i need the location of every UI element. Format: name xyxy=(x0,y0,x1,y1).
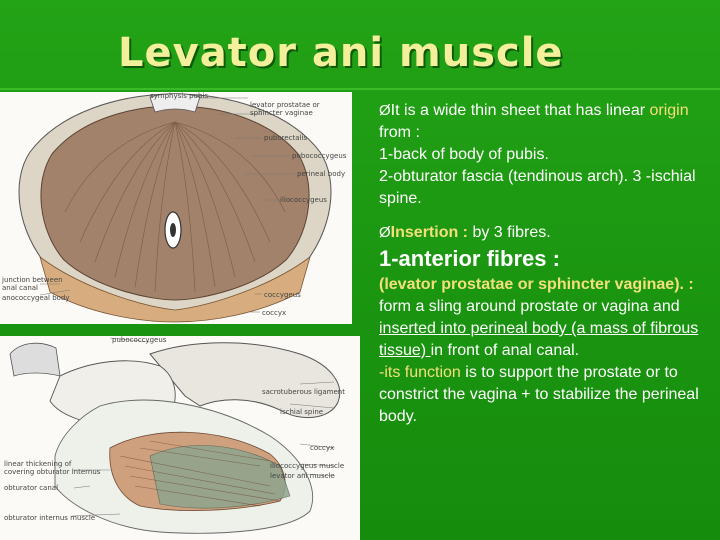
label-symphysis: symphysis pubis xyxy=(150,92,208,100)
pelvic-floor-diagram: symphysis pubis levator prostatae or sph… xyxy=(0,92,352,324)
anterior-fibres-description: (levator prostatae or sphincter vaginae)… xyxy=(379,274,714,362)
pelvic-lateral-illustration: pubococcygeus sacrotuberous ligament isc… xyxy=(0,336,360,540)
title-divider xyxy=(0,88,720,90)
content-text: ØIt is a wide thin sheet that has linear… xyxy=(379,100,714,428)
origin-word: origin xyxy=(649,102,689,119)
label-sphincter-vaginae: sphincter vaginae xyxy=(250,109,313,117)
label-obturator-internus: obturator internus muscle xyxy=(4,514,95,522)
label-coccyx-lateral: coccyx xyxy=(310,444,334,452)
bullet-arrow-icon: Ø xyxy=(379,102,391,119)
label-levator-prostatae: levator prostatae or xyxy=(250,101,320,109)
label-coccygeus: coccygeus xyxy=(264,291,301,299)
label-iliococcygeus-lateral: iliococcygeus muscle xyxy=(270,462,344,470)
origin-intro: It is a wide thin sheet that has linear xyxy=(390,102,646,119)
origin-from: from : xyxy=(379,124,420,141)
inserted-into: inserted into perineal body (a mass of f… xyxy=(379,320,699,359)
label-pubococcygeus: pubococcygeus xyxy=(292,152,347,160)
function-desc: is to support the prostate or to constri… xyxy=(379,364,699,425)
function-description: -its function is to support the prostate… xyxy=(379,362,714,428)
label-obturator-canal: obturator canal xyxy=(4,484,58,492)
label-anococcygeal: anococcygeal body xyxy=(2,294,70,302)
label-linear-thickening: linear thickening of xyxy=(4,460,72,468)
in-front: in front of anal canal. xyxy=(430,342,580,359)
label-ischial-spine: ischial spine xyxy=(280,408,323,416)
label-coccyx: coccyx xyxy=(262,309,286,317)
label-perineal-body: perineal body xyxy=(297,170,345,178)
label-iliococcygeus: iliococcygeus xyxy=(280,196,327,204)
bullet-arrow-icon: Ø xyxy=(379,224,391,241)
insertion-rest: by 3 fibres. xyxy=(468,224,551,241)
anterior-desc: form a sling around prostate or vagina a… xyxy=(379,298,680,315)
label-pubococcygeus-lateral: pubococcygeus xyxy=(112,336,167,344)
label-anal-canal: anal canal xyxy=(2,284,38,292)
origin-item-1: 1-back of body of pubis. xyxy=(379,146,549,163)
insertion-label: Insertion : xyxy=(390,224,469,241)
anterior-paren: (levator prostatae or sphincter vaginae)… xyxy=(379,276,694,293)
origin-item-2: 2-obturator fascia (tendinous arch). 3 -… xyxy=(379,168,696,207)
origin-paragraph: ØIt is a wide thin sheet that has linear… xyxy=(379,100,714,144)
slide-title: Levator ani muscle xyxy=(118,30,564,76)
label-obturator-fascia: covering obturator internus xyxy=(4,468,101,476)
its-function: -its function xyxy=(379,364,461,381)
pelvic-floor-illustration: symphysis pubis levator prostatae or sph… xyxy=(0,92,352,324)
label-levator-ani: levator ani muscle xyxy=(270,472,335,480)
pelvic-lateral-diagram: pubococcygeus sacrotuberous ligament isc… xyxy=(0,336,360,540)
label-sacrotuberous: sacrotuberous ligament xyxy=(262,388,345,396)
label-junction: junction between xyxy=(1,276,63,284)
anterior-fibres-heading: 1-anterior fibres : xyxy=(379,246,560,271)
label-puborectalis: puborectalis xyxy=(264,134,307,142)
insertion-paragraph: ØInsertion : by 3 fibres. xyxy=(379,222,714,244)
